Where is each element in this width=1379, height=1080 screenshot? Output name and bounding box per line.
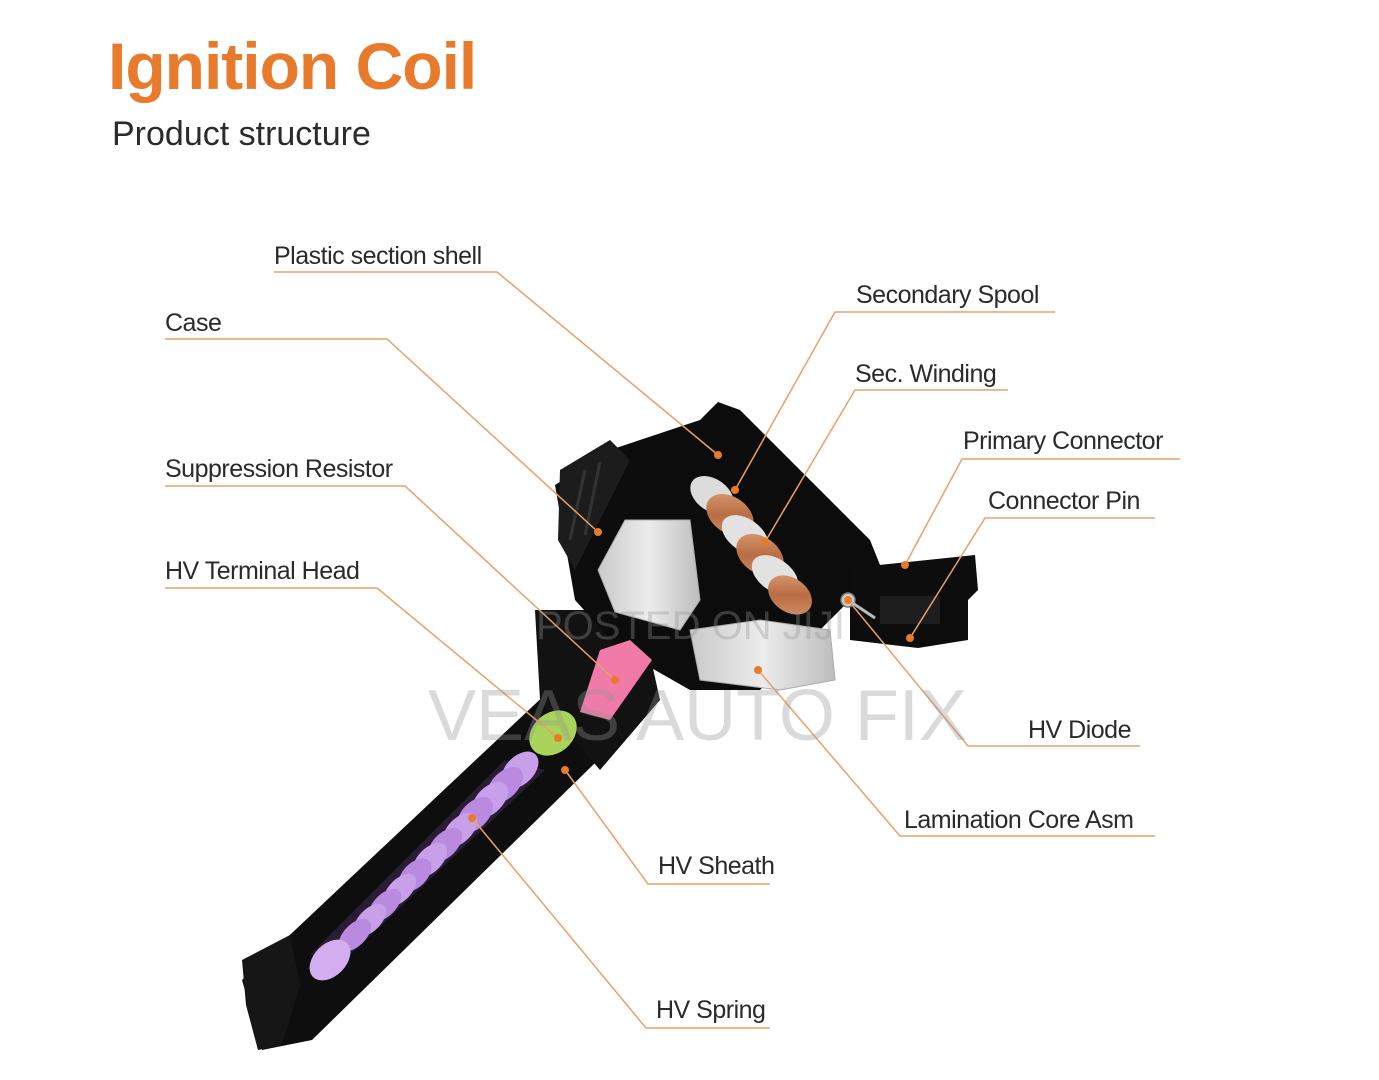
leader-suppression-resistor [165, 485, 616, 681]
leader-lamination-core [757, 669, 1155, 837]
page-subtitle: Product structure [112, 115, 371, 153]
leader-case [165, 338, 599, 533]
spool-block-lower [689, 619, 836, 691]
label-hv-diode: HV Diode [1028, 716, 1132, 744]
label-case: Case [165, 309, 222, 337]
secondary-winding [690, 475, 812, 615]
leader-secondary-spool [734, 311, 1055, 491]
label-secondary-spool: Secondary Spool [856, 281, 1039, 309]
watermark-brand: VEAS AUTO FIX [428, 676, 967, 756]
label-connector-pin: Connector Pin [988, 487, 1140, 515]
label-plastic-section-shell: Plastic section shell [274, 242, 482, 270]
label-hv-spring: HV Spring [656, 996, 766, 1024]
spool-block [597, 519, 701, 631]
head-ribs [558, 440, 630, 570]
barrel-foot [242, 935, 300, 1050]
leader-plastic-shell [274, 271, 719, 456]
leader-lines [165, 271, 1180, 1029]
label-primary-connector: Primary Connector [963, 427, 1163, 455]
leader-hv-terminal-head [165, 587, 559, 739]
label-lamination-core-asm: Lamination Core Asm [904, 806, 1134, 834]
label-suppression-resistor: Suppression Resistor [165, 455, 393, 483]
leader-hv-sheath [564, 769, 770, 885]
leader-connector-pin [909, 517, 1155, 639]
leader-hv-diode [847, 599, 1140, 747]
leader-sec-winding [764, 389, 1008, 543]
watermark-posted: POSTED ON JIJI [536, 604, 845, 648]
leader-dots [468, 451, 914, 822]
label-hv-terminal-head: HV Terminal Head [165, 557, 360, 585]
page-title: Ignition Coil [108, 29, 477, 103]
hv-spring [309, 751, 545, 981]
leader-hv-spring [471, 817, 770, 1029]
label-sec-winding: Sec. Winding [855, 360, 997, 388]
leader-primary-connector [904, 458, 1180, 566]
label-hv-sheath: HV Sheath [658, 852, 775, 880]
